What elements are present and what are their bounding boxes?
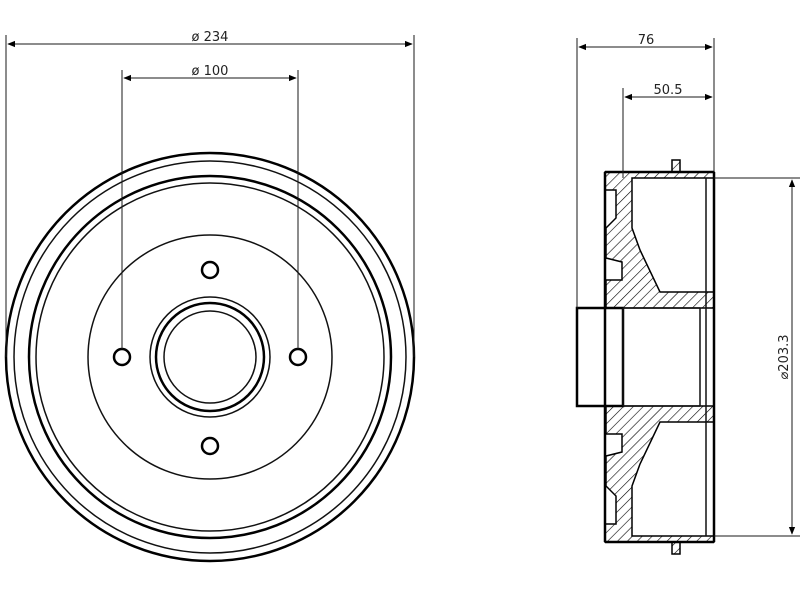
braking-surface-inner-circle: [35, 182, 385, 532]
front-view: ø 234 ø 100: [4, 30, 416, 563]
outer-rim-inner-circle: [13, 160, 407, 554]
braking-surface-circle: [27, 174, 393, 540]
dim-50-5-label: 50.5: [654, 83, 683, 98]
dim-100-label: ø 100: [192, 64, 229, 79]
dim-234-label: ø 234: [192, 30, 229, 45]
side-view: 76 50.5 ⌀203.3: [575, 33, 800, 555]
center-bore-outer: [149, 296, 271, 418]
center-bore-ring: [154, 301, 266, 413]
lower-section-hatch: [604, 405, 715, 555]
center-bore-inner: [163, 310, 257, 404]
bolt-hole-right: [288, 347, 308, 367]
bolt-hole-bottom: [200, 436, 220, 456]
bolt-hole-left: [112, 347, 132, 367]
dim-76-label: 76: [638, 33, 655, 48]
bolt-hole-top: [200, 260, 220, 280]
hub-protrusion: [575, 306, 625, 408]
hub-face-circle: [87, 234, 333, 480]
dim-203-label: ⌀203.3: [777, 334, 792, 379]
upper-section-hatch: [604, 159, 715, 309]
outer-rim-circle: [4, 151, 416, 563]
